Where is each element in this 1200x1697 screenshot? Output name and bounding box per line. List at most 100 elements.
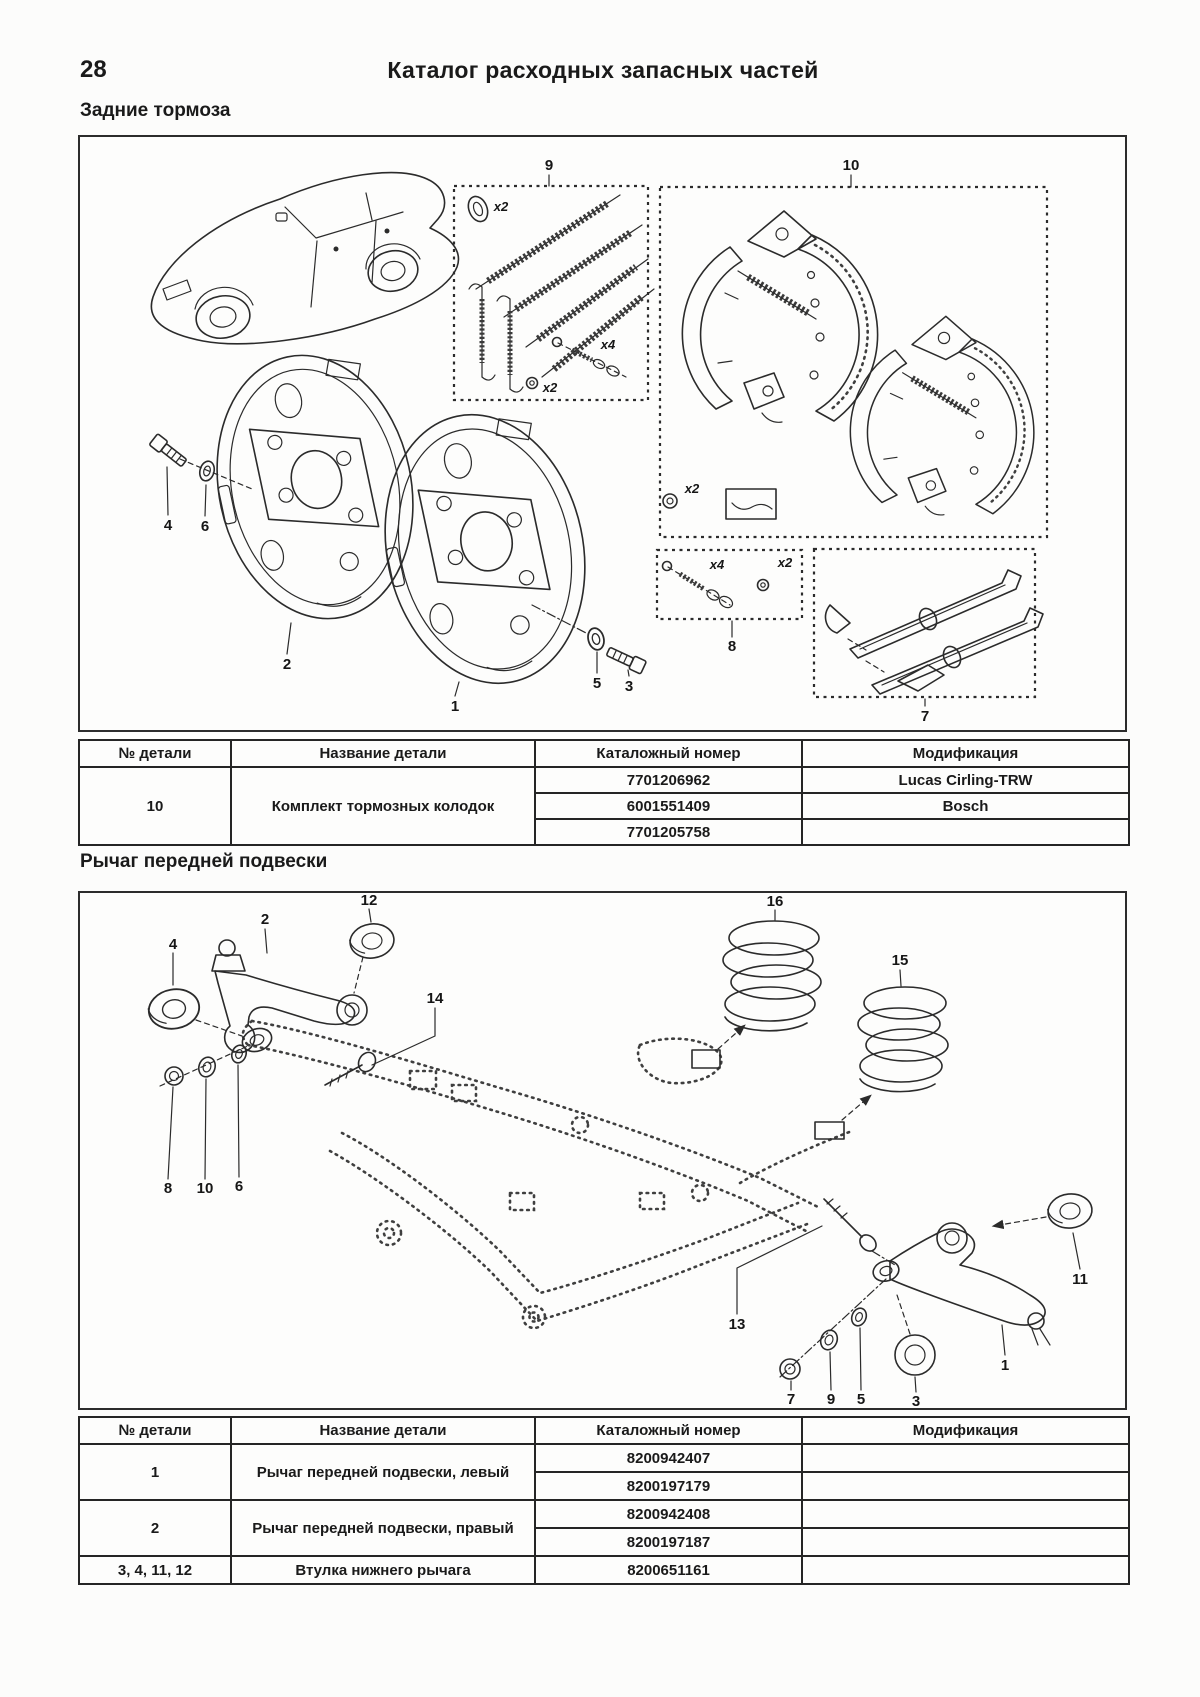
callout-4: 4 <box>164 517 173 534</box>
part-no-cell: 10 <box>78 766 232 846</box>
callouts-2: 4 2 12 14 16 15 8 10 6 13 11 1 7 9 5 3 <box>164 893 1088 1408</box>
part-name-cell: Рычаг передней подвески, левый <box>230 1443 536 1501</box>
bushing-4 <box>144 984 204 1034</box>
table-row: № детали Название детали Каталожный номе… <box>78 739 1130 768</box>
modification-cell <box>801 1443 1130 1473</box>
callout-15: 15 <box>892 952 909 969</box>
part-no-cell: 2 <box>78 1499 232 1557</box>
part-name-cell: Комплект тормозных колодок <box>230 766 536 846</box>
brake-shoe-assembly-1 <box>682 211 877 422</box>
catalog-no-cell: 8200197179 <box>534 1471 803 1501</box>
right-control-arm <box>872 1222 1051 1346</box>
leader-lines-1 <box>166 174 926 707</box>
bolt-3 <box>604 644 648 675</box>
bolt-13 <box>823 1198 896 1266</box>
col-header-part-name: Название детали <box>230 739 536 768</box>
callout-6: 6 <box>235 1178 243 1195</box>
bolt-4 <box>148 432 190 470</box>
table-row: 3, 4, 11, 12 Втулка нижнего рычага 82006… <box>78 1555 1130 1585</box>
left-control-arm <box>211 939 368 1054</box>
washer-5 <box>584 625 608 653</box>
adjuster-box <box>812 547 1037 699</box>
coil-spring-15 <box>857 986 949 1093</box>
col-header-part-no: № детали <box>78 739 232 768</box>
callout-2: 2 <box>261 911 269 928</box>
backing-plate-left <box>192 336 438 638</box>
callout-10: 10 <box>197 1180 214 1197</box>
bolt-14 <box>324 1051 377 1087</box>
callout-9: 9 <box>827 1391 835 1408</box>
modification-cell: Bosch <box>801 792 1130 820</box>
spring-seat-15 <box>814 1121 845 1140</box>
catalog-no-cell: 8200942407 <box>534 1443 803 1473</box>
front-arm-diagram: 4 2 12 14 16 15 8 10 6 13 11 1 7 9 5 3 <box>78 891 1127 1410</box>
col-header-part-name: Название детали <box>230 1416 536 1445</box>
modification-cell <box>801 1527 1130 1557</box>
brake-shoes-box <box>658 185 1049 539</box>
callout-13: 13 <box>729 1316 746 1333</box>
callout-11: 11 <box>1072 1271 1088 1288</box>
spring-kit-parts <box>467 194 655 393</box>
table-row: 8200197187 <box>79 1527 1130 1557</box>
callout-5: 5 <box>593 675 601 692</box>
modification-cell <box>801 818 1130 846</box>
callout-1: 1 <box>1001 1357 1009 1374</box>
bushing-12 <box>347 920 397 962</box>
modification-cell <box>801 1471 1130 1501</box>
col-header-part-no: № детали <box>78 1416 232 1445</box>
mult-spring-clip: x2 <box>542 380 558 395</box>
front-arm-drawing: 4 2 12 14 16 15 8 10 6 13 11 1 7 9 5 3 <box>144 893 1095 1408</box>
rear-brakes-diagram: 9 10 4 6 2 1 5 3 8 7 x2 x4 x2 x2 x4 x2 <box>78 135 1127 732</box>
table-row: № детали Название детали Каталожный номе… <box>78 1416 1130 1445</box>
callout-9: 9 <box>545 157 553 174</box>
section-heading-rear-brakes: Задние тормоза <box>80 100 231 121</box>
mult-box8-clip: x2 <box>777 555 793 570</box>
coil-spring-16 <box>722 920 822 1032</box>
arm-bolt-hardware <box>779 1278 936 1380</box>
modification-cell <box>801 1499 1130 1529</box>
rear-brakes-table: № детали Название детали Каталожный номе… <box>78 739 1130 846</box>
shoe-kit-small-parts <box>662 488 777 520</box>
backing-plate-right <box>360 395 610 703</box>
leader-lines-2 <box>167 908 1081 1393</box>
catalog-no-cell: 8200942408 <box>534 1499 803 1529</box>
table-row: 1 Рычаг передней подвески, левый 8200942… <box>78 1443 1130 1501</box>
callout-14: 14 <box>427 990 444 1007</box>
pivot-hardware <box>159 1044 251 1087</box>
catalog-no-cell: 7701205758 <box>534 818 803 846</box>
mult-shoe-nut: x2 <box>684 481 700 496</box>
washer-6 <box>196 458 218 484</box>
table-row: 8200197179 <box>79 1471 1130 1501</box>
callout-7: 7 <box>787 1391 795 1408</box>
callout-6: 6 <box>201 518 209 535</box>
callout-8: 8 <box>728 638 736 655</box>
spring-kit-box <box>452 184 650 402</box>
callout-3: 3 <box>625 678 633 695</box>
callout-1: 1 <box>451 698 459 715</box>
table-row: 7701205758 <box>79 818 1130 846</box>
catalog-no-cell: 6001551409 <box>534 792 803 820</box>
modification-cell <box>801 1555 1130 1585</box>
callout-12: 12 <box>361 893 378 909</box>
table-row: 10 Комплект тормозных колодок 7701206962… <box>78 766 1130 846</box>
callout-10: 10 <box>843 157 860 174</box>
callouts-1: 9 10 4 6 2 1 5 3 8 7 x2 x4 x2 x2 x4 x2 <box>164 157 929 725</box>
section-heading-front-arm: Рычаг передней подвески <box>80 851 328 872</box>
catalog-no-cell: 7701206962 <box>534 766 803 794</box>
table-row: 6001551409 Bosch <box>79 792 1130 820</box>
callout-4: 4 <box>169 936 178 953</box>
part-name-cell: Рычаг передней подвески, правый <box>230 1499 536 1557</box>
adjuster-parts <box>824 569 1044 695</box>
table-row: 2 Рычаг передней подвески, правый 820094… <box>78 1499 1130 1557</box>
page-number: 28 <box>80 56 107 83</box>
part-no-cell: 3, 4, 11, 12 <box>78 1555 232 1585</box>
pin-kit-parts <box>661 560 770 609</box>
page-title: Каталог расходных запасных частей <box>387 57 819 83</box>
subframe-outline <box>241 1019 854 1330</box>
callout-8: 8 <box>164 1180 172 1197</box>
mult-spring-pin: x4 <box>600 337 616 352</box>
callout-5: 5 <box>857 1391 865 1408</box>
bushing-11 <box>1045 1190 1095 1232</box>
callout-2: 2 <box>283 656 291 673</box>
